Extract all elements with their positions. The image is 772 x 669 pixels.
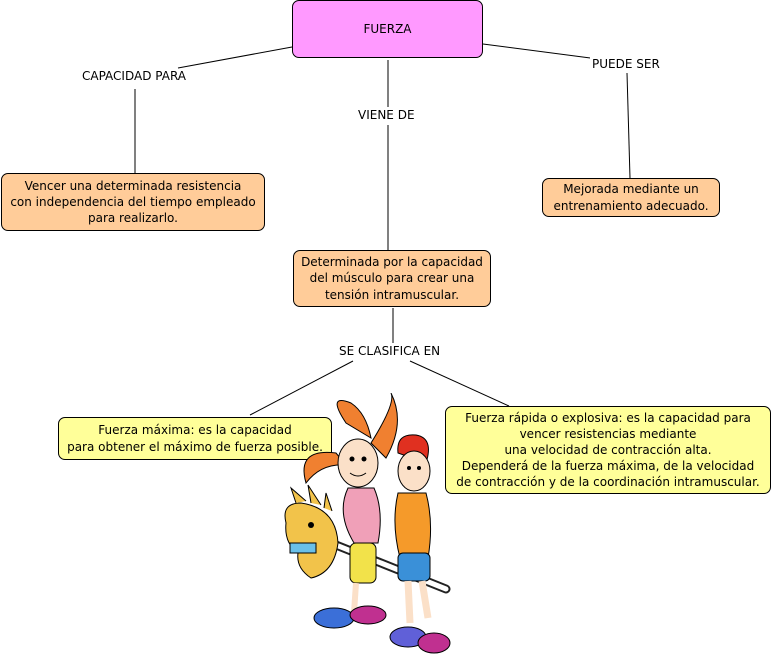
node-viene-de[interactable]: Determinada por la capacidad del músculo… bbox=[293, 250, 491, 307]
kids-hobby-horse-icon bbox=[284, 393, 451, 654]
line-clasifica-label-to-rapida bbox=[409, 360, 510, 407]
line-root-to-puede-ser-label bbox=[482, 43, 599, 60]
link-label-se-clasifica-en: SE CLASIFICA EN bbox=[337, 344, 443, 358]
line-clasifica-label-to-maxima bbox=[249, 360, 354, 416]
node-puede-ser[interactable]: Mejorada mediante un entrenamiento adecu… bbox=[542, 178, 720, 217]
link-label-viene-de: VIENE DE bbox=[356, 108, 417, 122]
node-capacidad-para[interactable]: Vencer una determinada resistencia con i… bbox=[1, 173, 265, 231]
node-fuerza-rapida[interactable]: Fuerza rápida o explosiva: es la capacid… bbox=[445, 406, 771, 494]
line-puede-ser-label-to-node bbox=[626, 72, 631, 179]
line-root-to-capacidad-label bbox=[177, 46, 293, 69]
link-label-capacidad-para: CAPACIDAD PARA bbox=[80, 69, 189, 83]
root-node-fuerza[interactable]: FUERZA bbox=[292, 0, 483, 58]
link-label-puede-ser: PUEDE SER bbox=[590, 57, 662, 71]
node-fuerza-maxima[interactable]: Fuerza máxima: es la capacidad para obte… bbox=[58, 417, 332, 460]
